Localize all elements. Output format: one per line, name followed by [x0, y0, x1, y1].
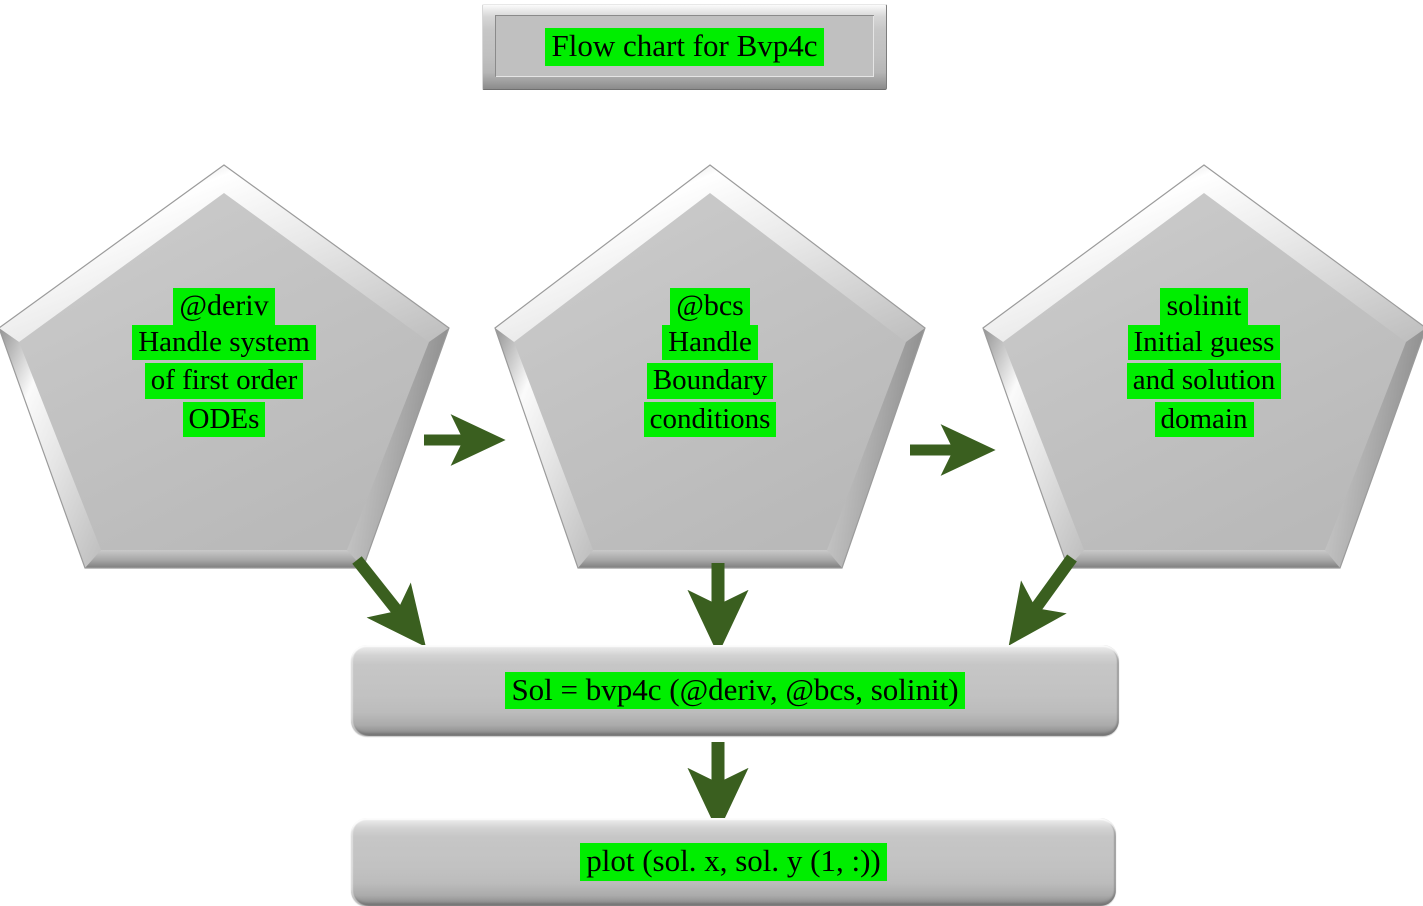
- pentagon-solinit-line-2: and solution: [978, 363, 1423, 399]
- pentagon-solinit-title: solinit: [978, 288, 1423, 325]
- solver-box: Sol = bvp4c (@deriv, @bcs, solinit): [351, 645, 1119, 736]
- title-text: Flow chart for Bvp4c: [545, 28, 824, 66]
- pentagon-bcs-title: @bcs: [490, 288, 930, 325]
- pentagon-deriv: @deriv Handle system of first order ODEs: [0, 160, 454, 570]
- pentagon-solinit-text: solinit Initial guess and solution domai…: [978, 288, 1423, 440]
- pentagon-solinit: solinit Initial guess and solution domai…: [978, 160, 1423, 570]
- pentagon-deriv-line-2: of first order: [0, 363, 454, 399]
- pentagon-deriv-body: Handle system of first order ODEs: [0, 324, 454, 437]
- plot-text: plot (sol. x, sol. y (1, :)): [580, 843, 887, 881]
- pentagon-bcs-line-2: Boundary: [490, 363, 930, 399]
- solver-box-label: Sol = bvp4c (@deriv, @bcs, solinit): [505, 671, 965, 710]
- solver-text: Sol = bvp4c (@deriv, @bcs, solinit): [505, 671, 965, 710]
- pentagon-deriv-text: @deriv Handle system of first order ODEs: [0, 288, 454, 440]
- pentagon-solinit-line-3: domain: [978, 401, 1423, 437]
- plot-box: plot (sol. x, sol. y (1, :)): [351, 818, 1116, 906]
- pentagon-solinit-line-1: Initial guess: [978, 324, 1423, 361]
- pentagon-bcs-body: Handle Boundary conditions: [490, 324, 930, 437]
- pentagon-deriv-title: @deriv: [0, 288, 454, 325]
- pentagon-bcs-line-3: conditions: [490, 401, 930, 437]
- pentagon-deriv-line-3: ODEs: [0, 401, 454, 437]
- pentagon-deriv-line-1: Handle system: [0, 324, 454, 361]
- pentagon-solinit-body: Initial guess and solution domain: [978, 324, 1423, 437]
- pentagon-bcs-line-1: Handle: [490, 324, 930, 361]
- plot-box-label: plot (sol. x, sol. y (1, :)): [580, 843, 887, 881]
- arrow-deriv-to-solver: [352, 556, 426, 648]
- pentagon-bcs: @bcs Handle Boundary conditions: [490, 160, 930, 570]
- pentagon-bcs-text: @bcs Handle Boundary conditions: [490, 288, 930, 440]
- title-box-label: Flow chart for Bvp4c: [545, 28, 824, 66]
- title-box: Flow chart for Bvp4c: [482, 4, 887, 90]
